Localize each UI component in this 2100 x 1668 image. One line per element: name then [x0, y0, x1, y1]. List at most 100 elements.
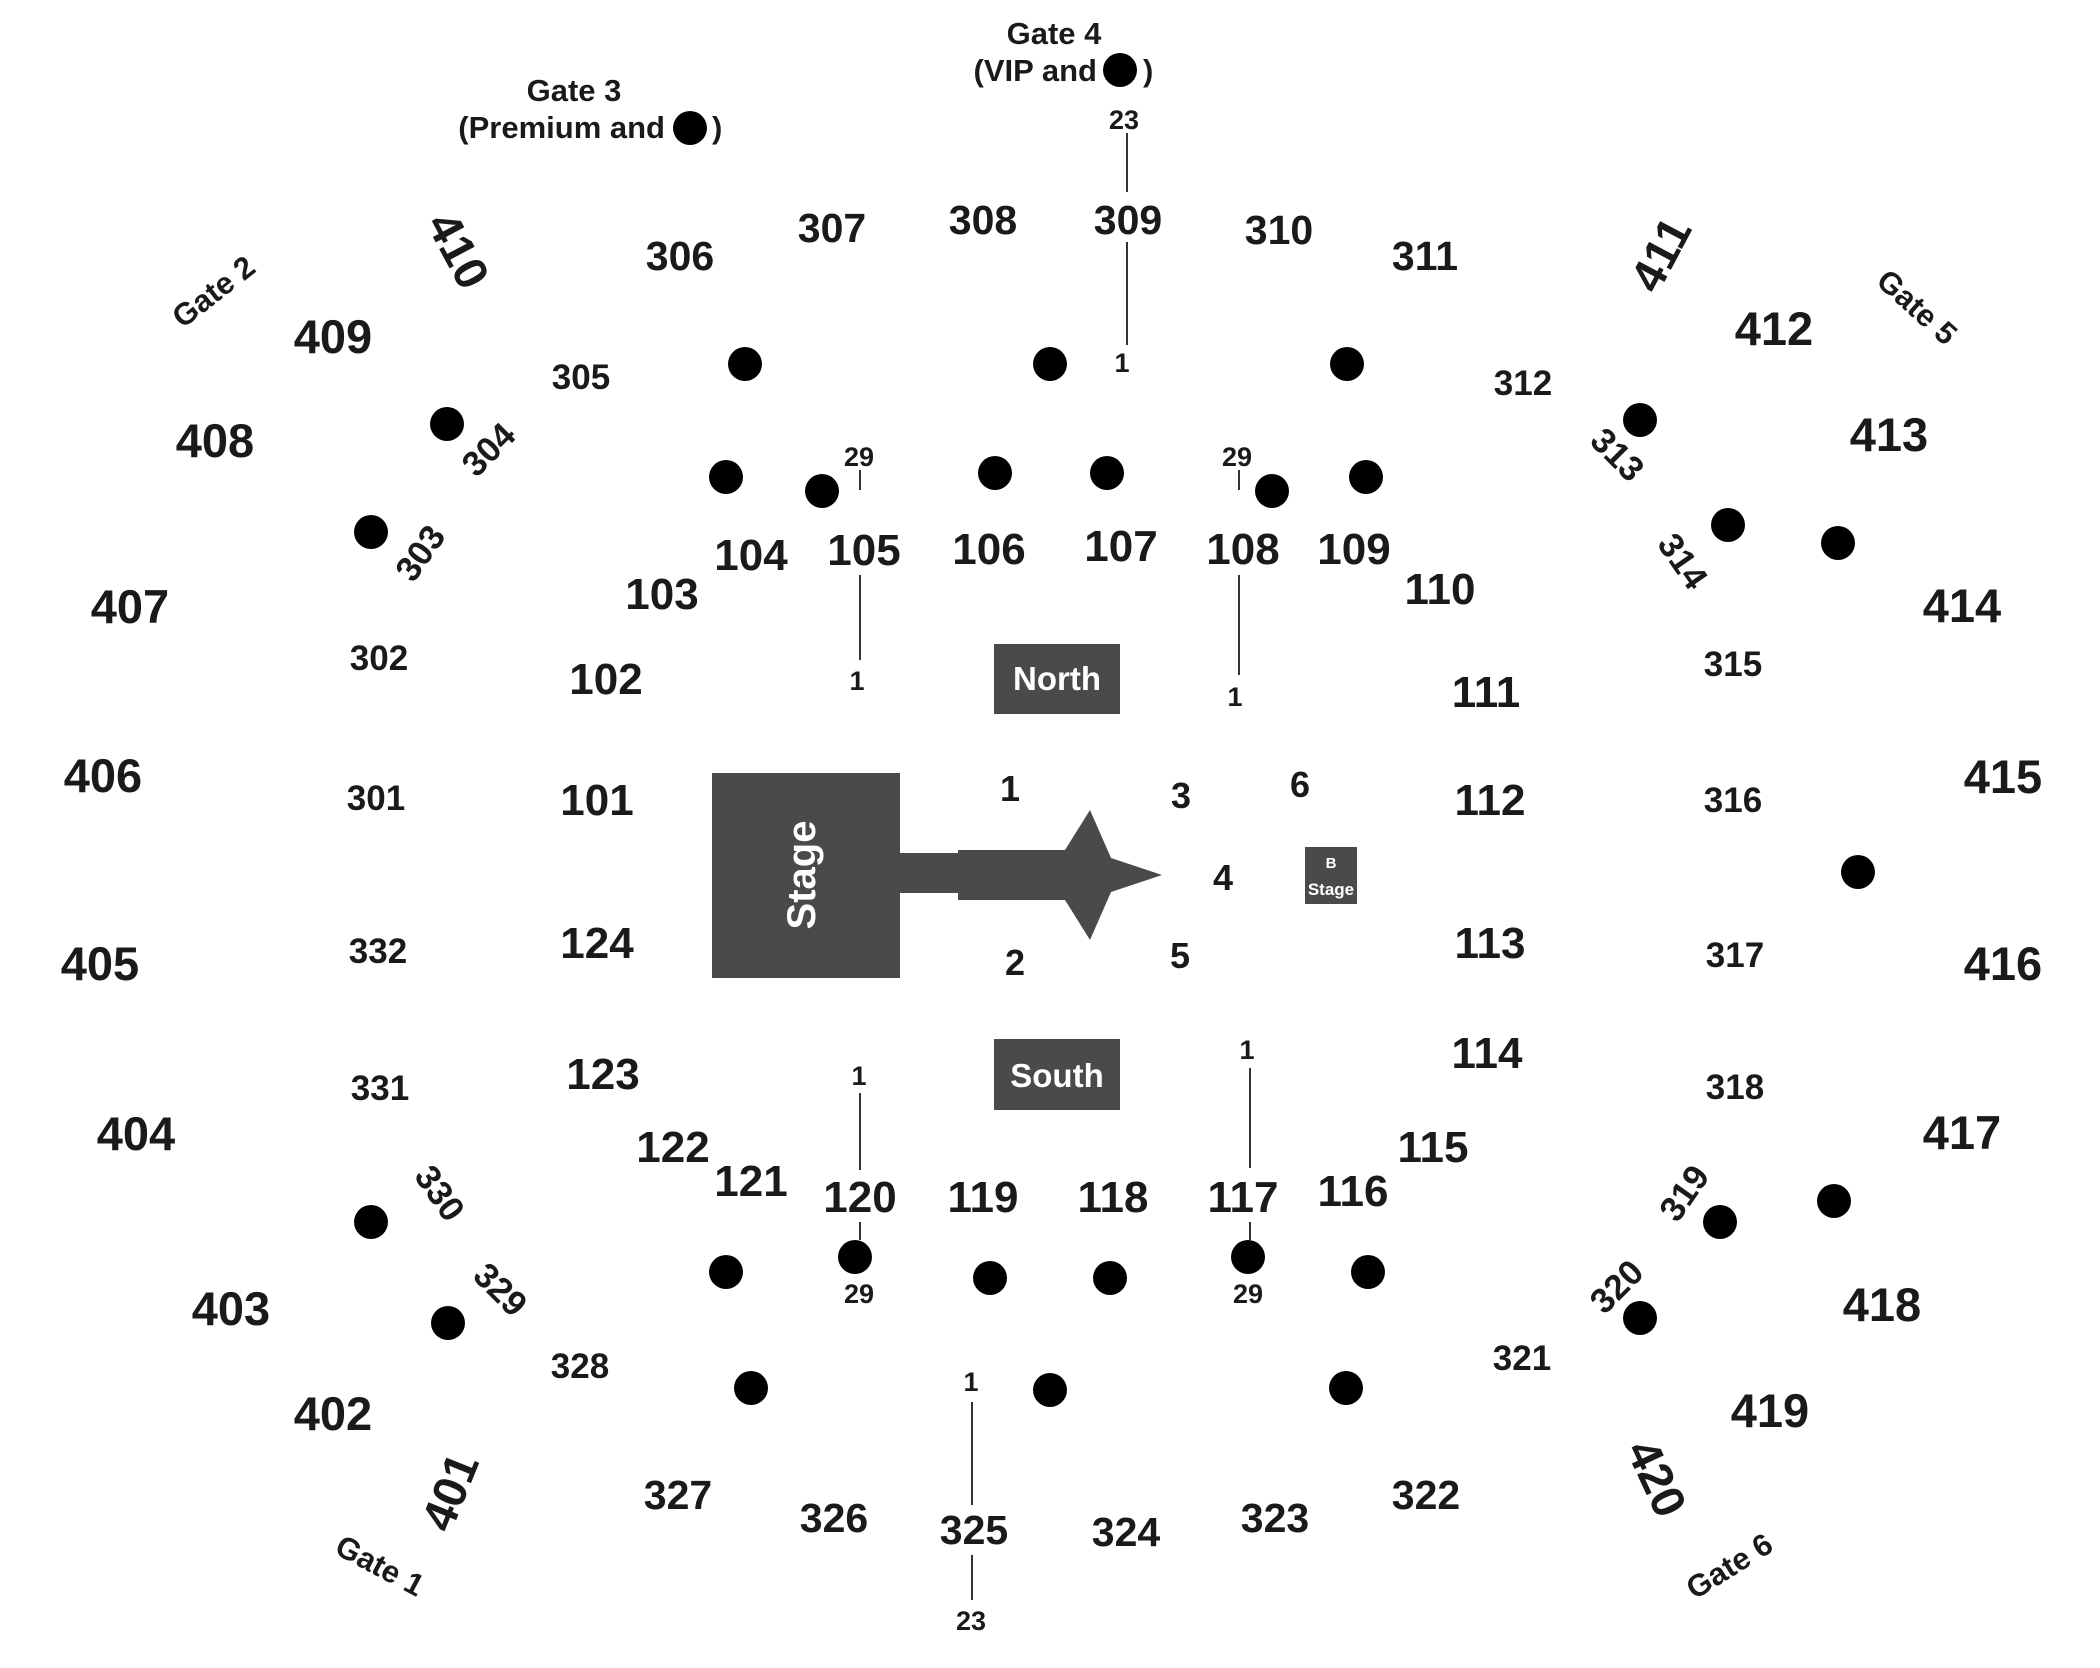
section-404[interactable]: 404: [97, 1107, 175, 1160]
section-105[interactable]: 105: [827, 526, 900, 575]
section-327[interactable]: 327: [644, 1472, 712, 1518]
section-314[interactable]: 314: [1650, 526, 1716, 597]
section-119[interactable]: 119: [948, 1173, 1019, 1222]
wheelchair-icon: [709, 1255, 743, 1289]
b-stage[interactable]: [1305, 847, 1357, 904]
wheelchair-icon: [1349, 460, 1383, 494]
section-412[interactable]: 412: [1735, 302, 1813, 355]
wheelchair-icon: [978, 456, 1012, 490]
section-301[interactable]: 301: [347, 779, 405, 818]
wheelchair-icon: [1623, 403, 1657, 437]
section-406[interactable]: 406: [64, 749, 142, 802]
wheelchair-icon: [354, 515, 388, 549]
floor-section-5[interactable]: 5: [1170, 935, 1190, 976]
section-302[interactable]: 302: [350, 639, 408, 678]
wheelchair-icon: [1090, 456, 1124, 490]
section-410[interactable]: 410: [417, 203, 501, 297]
section-419[interactable]: 419: [1731, 1384, 1809, 1437]
section-321[interactable]: 321: [1493, 1339, 1551, 1378]
section-315[interactable]: 315: [1704, 645, 1762, 684]
wheelchair-icon: [728, 347, 762, 381]
section-124[interactable]: 124: [560, 919, 634, 968]
wheelchair-icon: [1103, 53, 1137, 87]
section-328[interactable]: 328: [551, 1347, 609, 1386]
section-123[interactable]: 123: [566, 1050, 639, 1099]
section-101[interactable]: 101: [560, 776, 633, 825]
section-416[interactable]: 416: [1964, 937, 2042, 990]
main-stage[interactable]: [712, 773, 900, 978]
floor-section-6[interactable]: 6: [1290, 764, 1310, 805]
section-112[interactable]: 112: [1455, 776, 1526, 825]
section-411[interactable]: 411: [1619, 208, 1701, 300]
section-111[interactable]: 111: [1452, 668, 1521, 717]
section-311[interactable]: 311: [1392, 233, 1458, 279]
section-324[interactable]: 324: [1092, 1509, 1161, 1555]
wheelchair-icon: [1330, 347, 1364, 381]
section-304[interactable]: 304: [454, 415, 523, 484]
section-108[interactable]: 108: [1206, 525, 1279, 574]
section-316[interactable]: 316: [1704, 781, 1762, 820]
section-323[interactable]: 323: [1241, 1495, 1309, 1541]
b-stage-label-line2: Stage: [1308, 880, 1354, 899]
floor-section-4[interactable]: 4: [1213, 857, 1233, 898]
row-number: 23: [1109, 105, 1139, 135]
section-330[interactable]: 330: [407, 1158, 472, 1228]
section-121[interactable]: 121: [714, 1157, 787, 1206]
section-407[interactable]: 407: [91, 580, 169, 633]
gate-4-subtitle-end: ): [1143, 53, 1153, 88]
section-307[interactable]: 307: [798, 205, 866, 251]
section-109[interactable]: 109: [1317, 525, 1390, 574]
section-408[interactable]: 408: [176, 414, 254, 467]
section-401[interactable]: 401: [410, 1446, 489, 1539]
section-420[interactable]: 420: [1616, 1431, 1697, 1524]
stage-runway: [898, 853, 960, 893]
floor-section-2[interactable]: 2: [1005, 942, 1025, 983]
section-103[interactable]: 103: [625, 570, 698, 619]
section-102[interactable]: 102: [569, 655, 642, 704]
section-114[interactable]: 114: [1452, 1029, 1524, 1078]
section-117[interactable]: 117: [1208, 1173, 1279, 1222]
section-415[interactable]: 415: [1964, 750, 2042, 803]
section-308[interactable]: 308: [949, 197, 1017, 243]
wheelchair-icon: [1329, 1371, 1363, 1405]
wheelchair-icon: [1033, 347, 1067, 381]
section-122[interactable]: 122: [636, 1123, 709, 1172]
wheelchair-icon: [1255, 474, 1289, 508]
section-116[interactable]: 116: [1318, 1167, 1389, 1216]
floor-section-3[interactable]: 3: [1171, 775, 1191, 816]
section-318[interactable]: 318: [1706, 1068, 1764, 1107]
section-402[interactable]: 402: [294, 1387, 372, 1440]
section-305[interactable]: 305: [552, 358, 610, 397]
section-331[interactable]: 331: [351, 1069, 409, 1108]
section-312[interactable]: 312: [1494, 364, 1552, 403]
section-413[interactable]: 413: [1850, 408, 1928, 461]
section-414[interactable]: 414: [1923, 579, 2001, 632]
row-number: 29: [1233, 1279, 1263, 1309]
section-106[interactable]: 106: [952, 525, 1025, 574]
section-417[interactable]: 417: [1923, 1106, 2001, 1159]
section-104[interactable]: 104: [714, 531, 788, 580]
wheelchair-icon: [673, 111, 707, 145]
section-310[interactable]: 310: [1245, 207, 1313, 253]
section-107[interactable]: 107: [1084, 522, 1157, 571]
section-317[interactable]: 317: [1706, 936, 1764, 975]
section-418[interactable]: 418: [1843, 1278, 1921, 1331]
section-120[interactable]: 120: [823, 1173, 896, 1222]
section-403[interactable]: 403: [192, 1282, 270, 1335]
wheelchair-icon: [354, 1205, 388, 1239]
section-405[interactable]: 405: [61, 937, 139, 990]
section-325[interactable]: 325: [940, 1507, 1008, 1553]
section-115[interactable]: 115: [1398, 1123, 1469, 1172]
section-118[interactable]: 118: [1078, 1173, 1149, 1222]
section-326[interactable]: 326: [800, 1495, 868, 1541]
section-329[interactable]: 329: [466, 1255, 535, 1324]
section-306[interactable]: 306: [646, 233, 714, 279]
section-303[interactable]: 303: [388, 518, 453, 588]
section-309[interactable]: 309: [1094, 197, 1162, 243]
section-113[interactable]: 113: [1455, 919, 1526, 968]
section-409[interactable]: 409: [294, 310, 372, 363]
floor-section-1[interactable]: 1: [1000, 768, 1020, 809]
section-110[interactable]: 110: [1405, 565, 1476, 614]
section-322[interactable]: 322: [1392, 1472, 1460, 1518]
section-332[interactable]: 332: [349, 932, 407, 971]
